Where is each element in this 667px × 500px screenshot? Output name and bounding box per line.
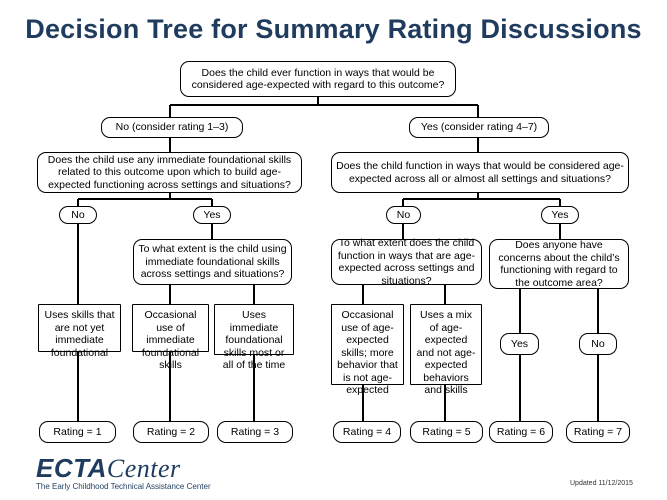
page-title: Decision Tree for Summary Rating Discuss… [25,14,642,44]
root-question-text: Does the child ever function in ways tha… [191,66,445,92]
updated-date: Updated 11/12/2015 [570,480,633,487]
right-yes-label: Yes [541,206,579,224]
no-branch-label: No (consider rating 1–3) [101,117,243,138]
leaf-occasional-foundational: Occasional use of immediate foundational… [132,304,209,371]
rating-7: Rating = 7 [566,421,630,443]
right-no-label: No [386,206,421,224]
rating-1: Rating = 1 [39,421,116,443]
rating-6: Rating = 6 [489,421,553,443]
age-expected-question: Does the child function in ways that wou… [331,152,629,193]
rating-5: Rating = 5 [410,421,483,443]
logo-ecta-text: ECTA [36,453,107,483]
rating-2: Rating = 2 [133,421,209,443]
concern-no-label: No [579,333,617,355]
left-no-label: No [59,206,97,224]
logo-subtitle: The Early Childhood Technical Assistance… [36,482,211,491]
logo-center-text: Center [106,454,181,483]
left-extent-question: To what extent is the child using immedi… [133,239,292,285]
rating-3: Rating = 3 [217,421,293,443]
concern-yes-label: Yes [500,333,539,355]
left-yes-label: Yes [193,206,231,224]
rating-4: Rating = 4 [333,421,401,443]
yes-branch-label: Yes (consider rating 4–7) [409,117,549,138]
right-extent-question: To what extent does the child function i… [331,237,482,287]
concerns-question: Does anyone have concerns about the chil… [489,239,629,289]
ecta-center-logo: ECTACenter The Early Childhood Technical… [36,453,211,491]
leaf-mix-age-expected: Uses a mix of age-expected and not age-e… [410,304,482,396]
foundational-skills-question: Does the child use any immediate foundat… [37,152,302,193]
leaf-occasional-age-expected: Occasional use of age-expected skills; m… [331,304,404,396]
leaf-not-yet-foundational: Uses skills that are not yet immediate f… [38,304,121,359]
leaf-most-foundational: Uses immediate foundational skills most … [214,304,294,371]
root-question-node: Does the child ever function in ways tha… [180,61,456,97]
